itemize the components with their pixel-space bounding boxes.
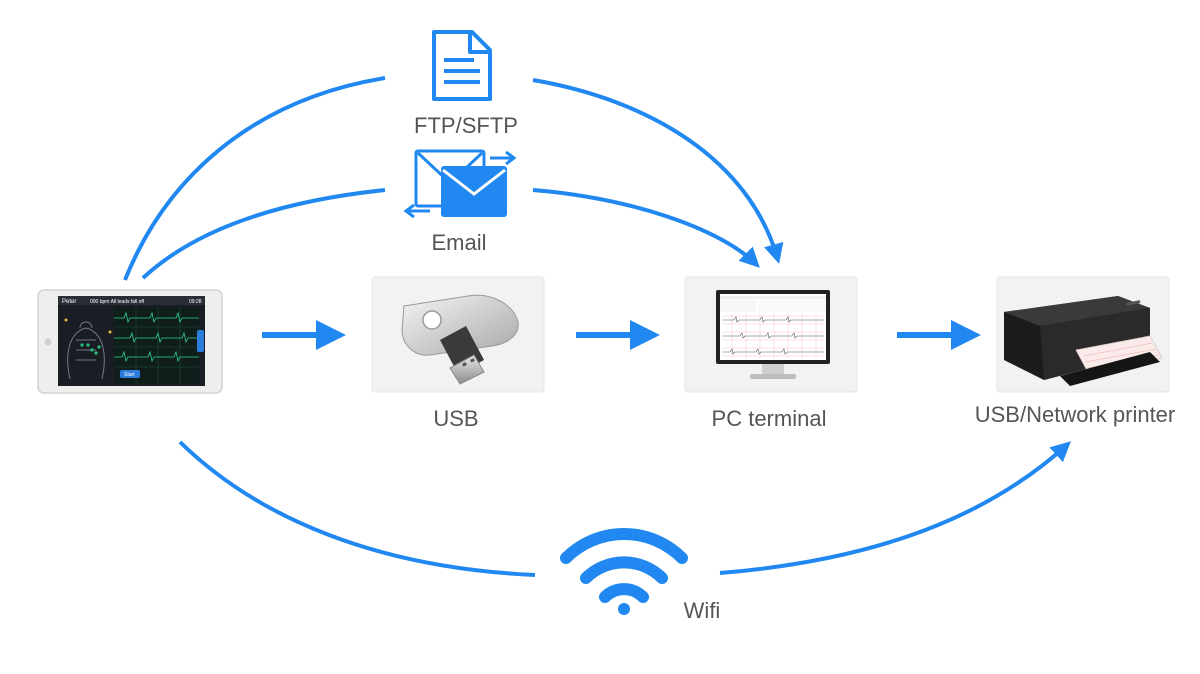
email-label: Email: [431, 230, 487, 255]
wifi-icon: [560, 527, 688, 615]
printer-label: USB/Network printer: [974, 402, 1176, 427]
usb-node: [371, 276, 545, 393]
screen-start-button: Start: [124, 372, 135, 378]
email-icon: [403, 149, 517, 219]
screen-time: 09:28: [189, 299, 202, 305]
wifi-label: Wifi: [683, 598, 721, 623]
usb-flash-drive-icon: [401, 294, 519, 385]
document-icon: [432, 30, 492, 101]
printer-icon: [1004, 296, 1163, 386]
ecg-tablet: Peter 000 bpm All leads fall off 09:28 S…: [37, 289, 223, 394]
screen-status: 000 bpm All leads fall off: [90, 299, 145, 305]
usb-label: USB: [433, 406, 479, 431]
wifi-arc-right-arrow: [719, 441, 1071, 575]
printer-node: [996, 276, 1170, 393]
ftp-arc-right-arrow: [532, 78, 784, 264]
monitor-icon: [716, 290, 830, 379]
wifi-arc-left: [178, 440, 536, 577]
pc-terminal-label: PC terminal: [711, 406, 827, 431]
email-arc-right-arrow: [532, 188, 760, 268]
pc-node: [684, 276, 858, 393]
screen-patient: Peter: [62, 299, 76, 305]
electrode-markers: [80, 343, 101, 355]
ftp-label: FTP/SFTP: [414, 113, 518, 138]
email-arc-left: [141, 188, 386, 280]
ftp-arc-left: [123, 76, 386, 281]
